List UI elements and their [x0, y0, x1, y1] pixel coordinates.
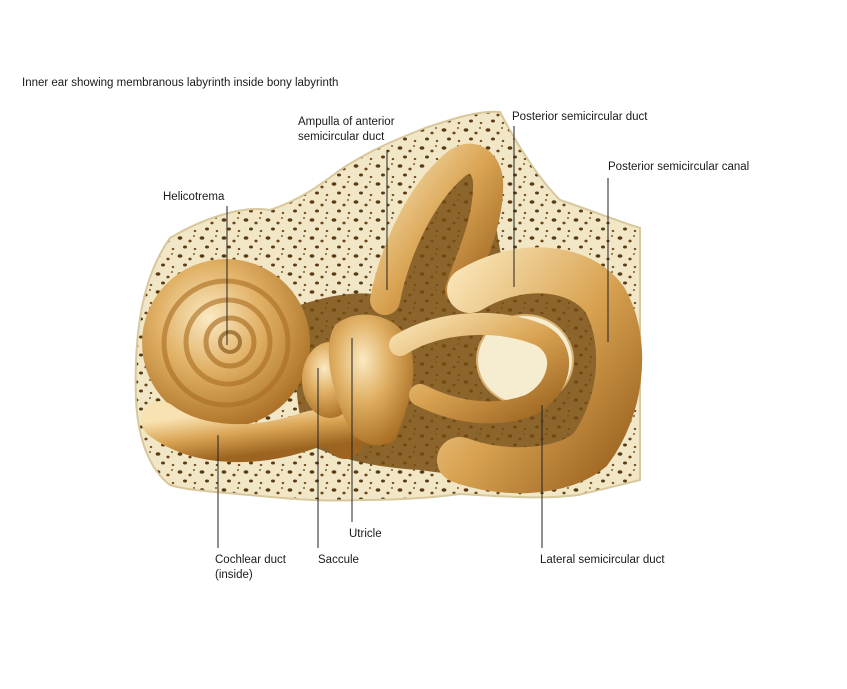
label-cochlear-duct: Cochlear duct (inside) [215, 553, 286, 583]
label-posterior-canal: Posterior semicircular canal [608, 161, 750, 173]
figure-caption: Inner ear showing membranous labyrinth i… [22, 77, 339, 89]
label-helicotrema: Helicotrema [163, 191, 225, 203]
label-ampulla-line1: Ampulla of anterior [298, 116, 395, 128]
label-ampulla: Ampulla of anterior semicircular duct [298, 115, 395, 145]
anterior-semicircular-duct [370, 143, 504, 315]
label-utricle: Utricle [349, 528, 382, 540]
label-lateral-duct: Lateral semicircular duct [540, 554, 665, 566]
label-posterior-duct: Posterior semicircular duct [512, 111, 648, 123]
label-cochlear-line1: Cochlear duct [215, 554, 286, 566]
label-ampulla-line2: semicircular duct [298, 131, 385, 143]
lateral-semicircular-duct [389, 312, 569, 424]
label-cochlear-line2: (inside) [215, 569, 253, 581]
label-saccule: Saccule [318, 554, 359, 566]
cochlea [141, 259, 364, 463]
leader-lines [217, 126, 609, 548]
